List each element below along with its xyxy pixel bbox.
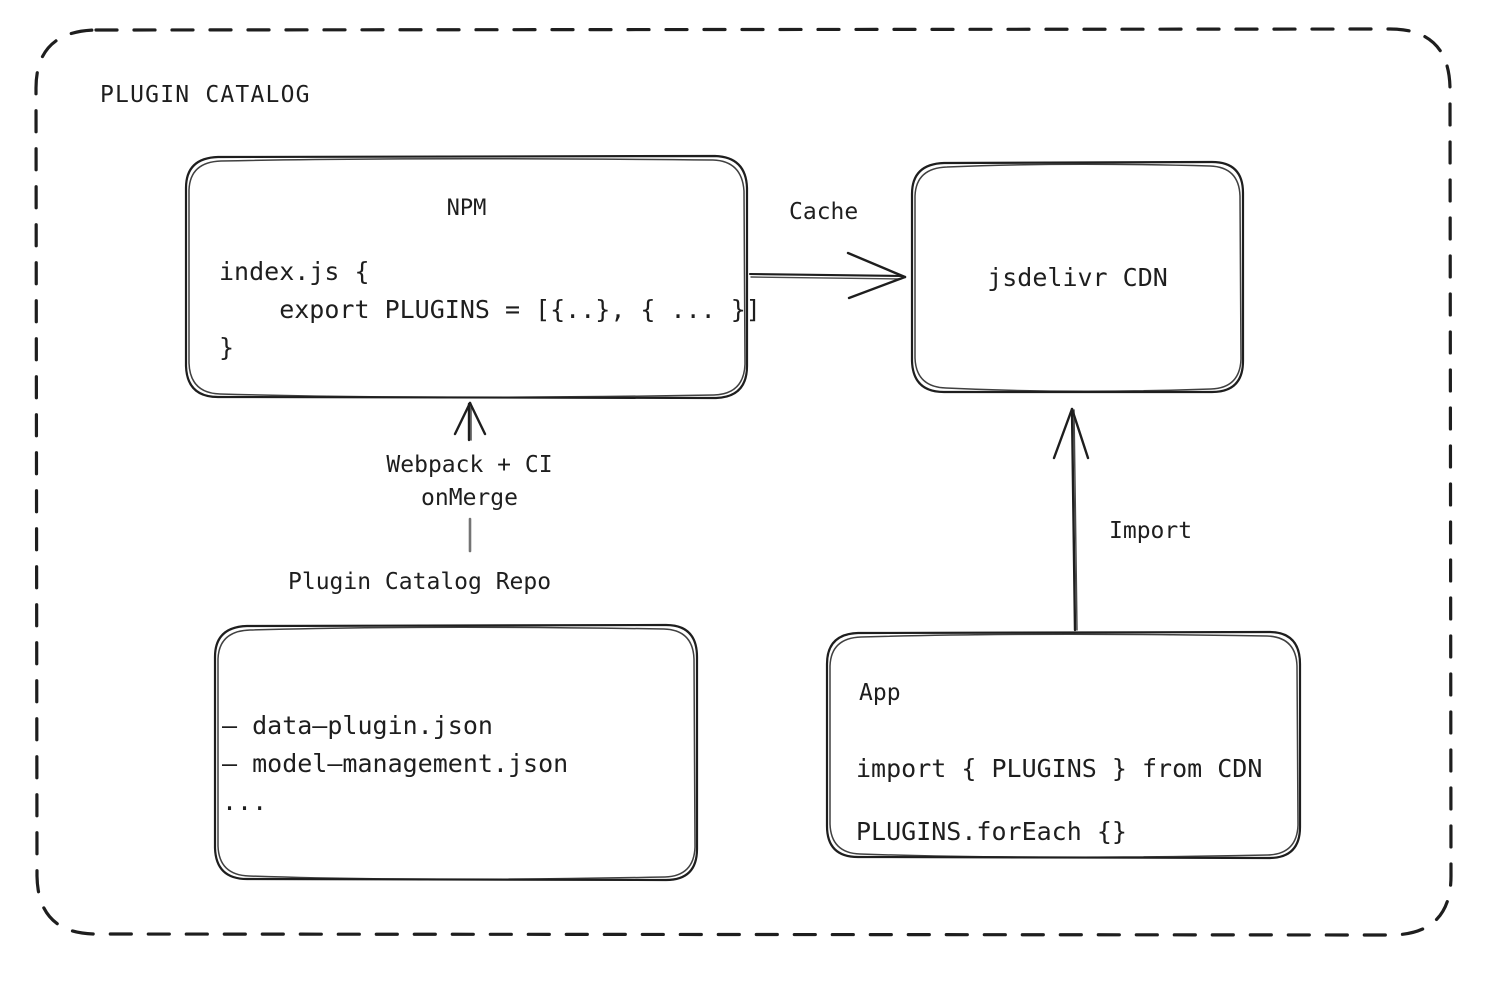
cdn-node-title: jsdelivr CDN [987,263,1168,292]
app-node-title: App [859,680,901,706]
npm-node-title: NPM [446,196,487,221]
npm-node-code: index.js { export PLUGINS = [{..}, { ...… [219,257,761,362]
edge-label-webpack-ci-onmerge: Webpack + CI onMerge [386,452,553,511]
edge-label-cache: Cache [789,199,859,225]
arrow-app-to-cdn [1052,407,1090,632]
app-node-code: import { PLUGINS } from CDN PLUGINS.forE… [856,754,1263,846]
repo-node-caption: Plugin Catalog Repo [288,569,552,595]
repo-node-file-list: – data–plugin.json – model–management.js… [222,711,569,816]
edge-label-import: Import [1109,518,1193,544]
plugin-catalog-title: PLUGIN CATALOG [100,82,311,108]
arrow-npm-to-cdn [748,251,907,300]
